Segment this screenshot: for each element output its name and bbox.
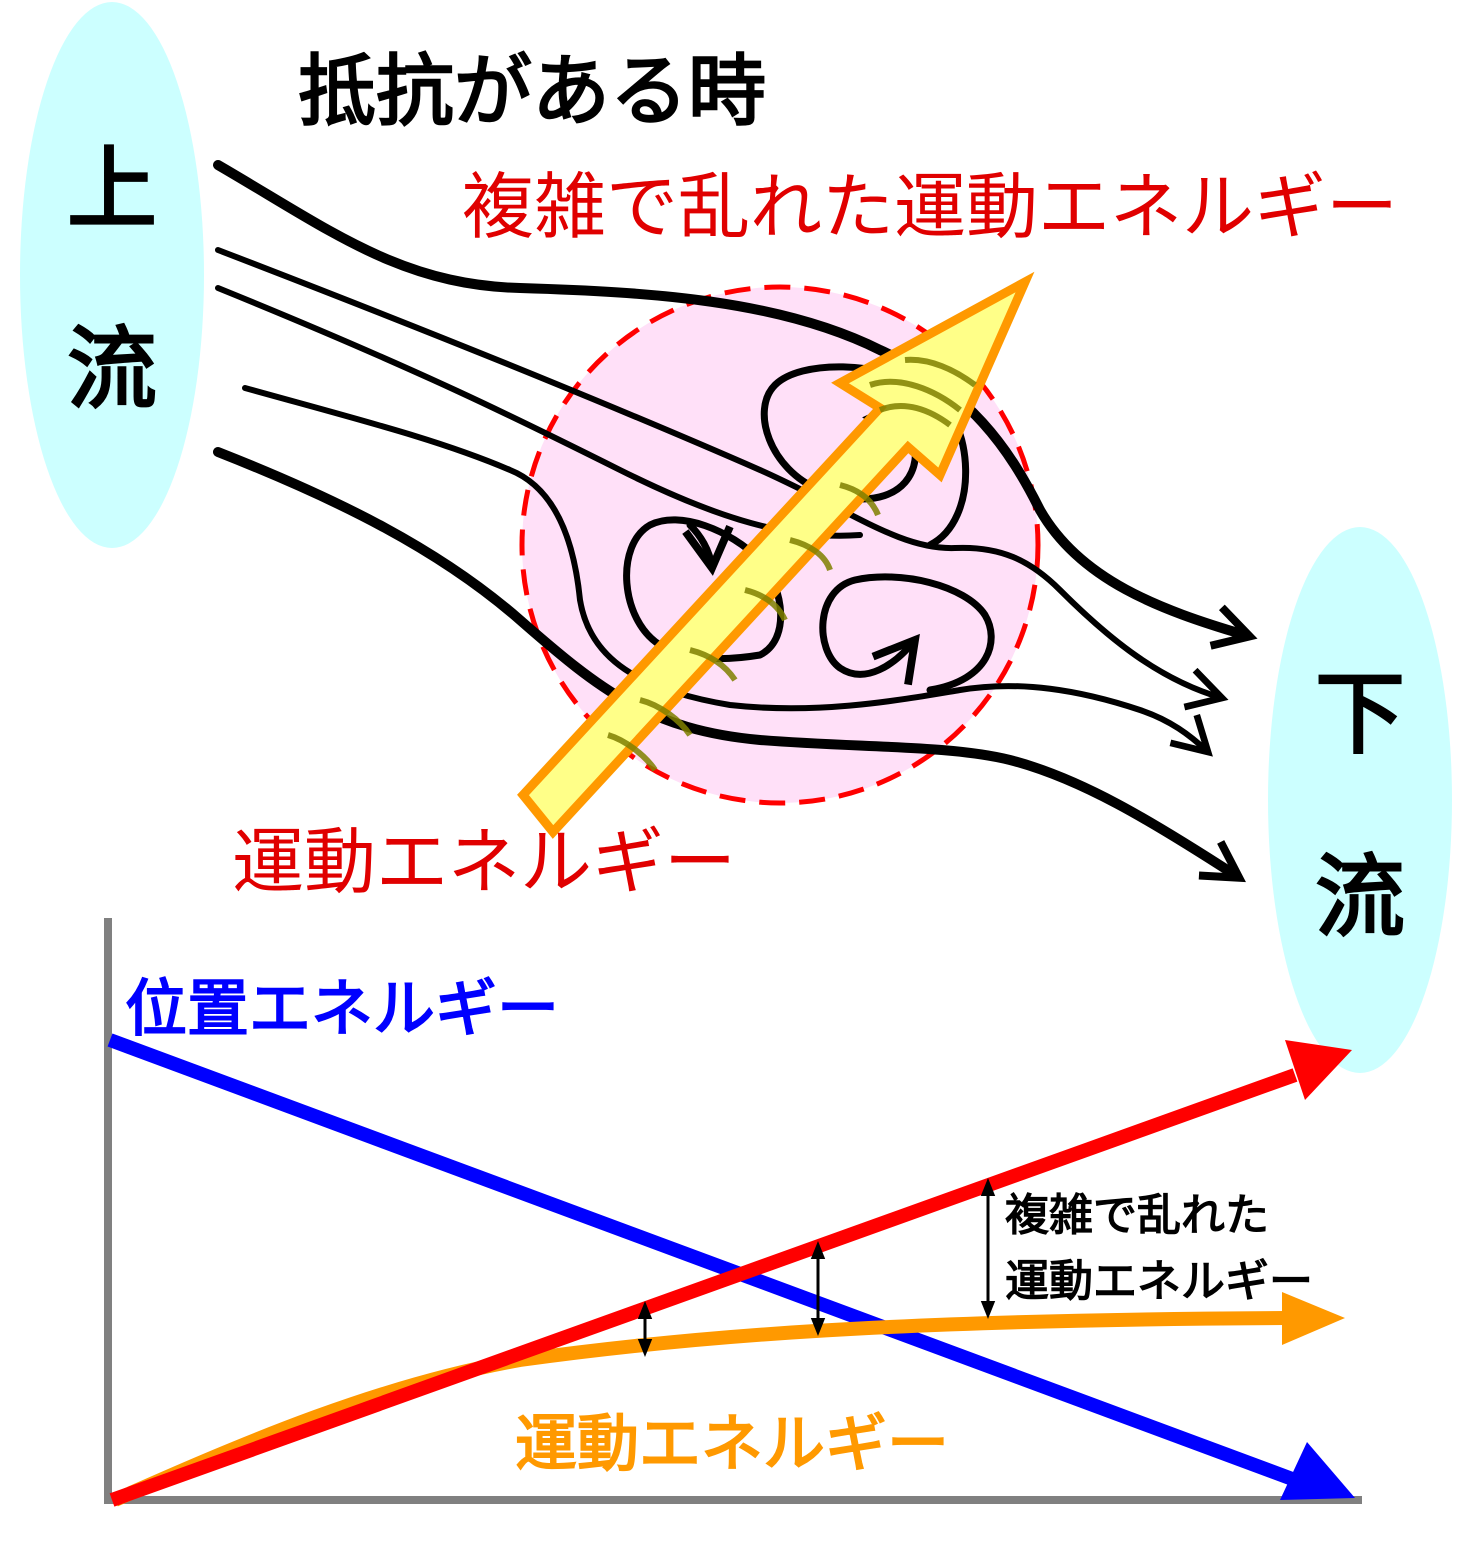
upstream-char-2: 流 — [67, 317, 157, 422]
turbulent-energy-label-line-1: 複雑で乱れた — [1005, 1190, 1269, 1241]
potential-energy-label: 位置エネルギー — [125, 972, 559, 1045]
downstream-ellipse — [1268, 527, 1452, 1073]
streamlines — [213, 160, 1258, 883]
streamline-4 — [242, 385, 1213, 757]
arrow-turbulence-stripes — [607, 356, 977, 772]
kinetic-energy-label-bottom: 運動エネルギー — [515, 1407, 949, 1480]
upstream-ellipse — [20, 2, 204, 548]
streamline-2 — [215, 247, 1229, 711]
kinetic-arrowhead — [1282, 1292, 1345, 1345]
total-energy-line — [109, 1040, 1352, 1507]
turbulent-energy-label-line-2: 運動エネルギー — [1005, 1256, 1313, 1307]
difference-arrows — [637, 1178, 996, 1357]
kinetic-energy-curve — [112, 1292, 1345, 1507]
turbulent-energy-label-top: 複雑で乱れた運動エネルギー — [462, 165, 1398, 249]
kinetic-arrow-body — [517, 271, 1035, 839]
potential-energy-line — [107, 1033, 1355, 1500]
total-arrowhead — [1285, 1040, 1352, 1100]
vortex-right — [819, 573, 995, 694]
streamline-1 — [213, 160, 1258, 650]
kinetic-energy-label-top: 運動エネルギー — [232, 820, 736, 904]
potential-arrowhead — [1280, 1442, 1355, 1500]
upstream-char-1: 上 — [67, 137, 157, 242]
page-title: 抵抗がある時 — [298, 47, 766, 137]
graph-axes — [104, 918, 1362, 1504]
downstream-char-2: 流 — [1315, 845, 1405, 950]
kinetic-energy-arrow — [517, 271, 1035, 839]
streamline-5 — [213, 447, 1246, 883]
downstream-char-1: 下 — [1315, 662, 1405, 767]
